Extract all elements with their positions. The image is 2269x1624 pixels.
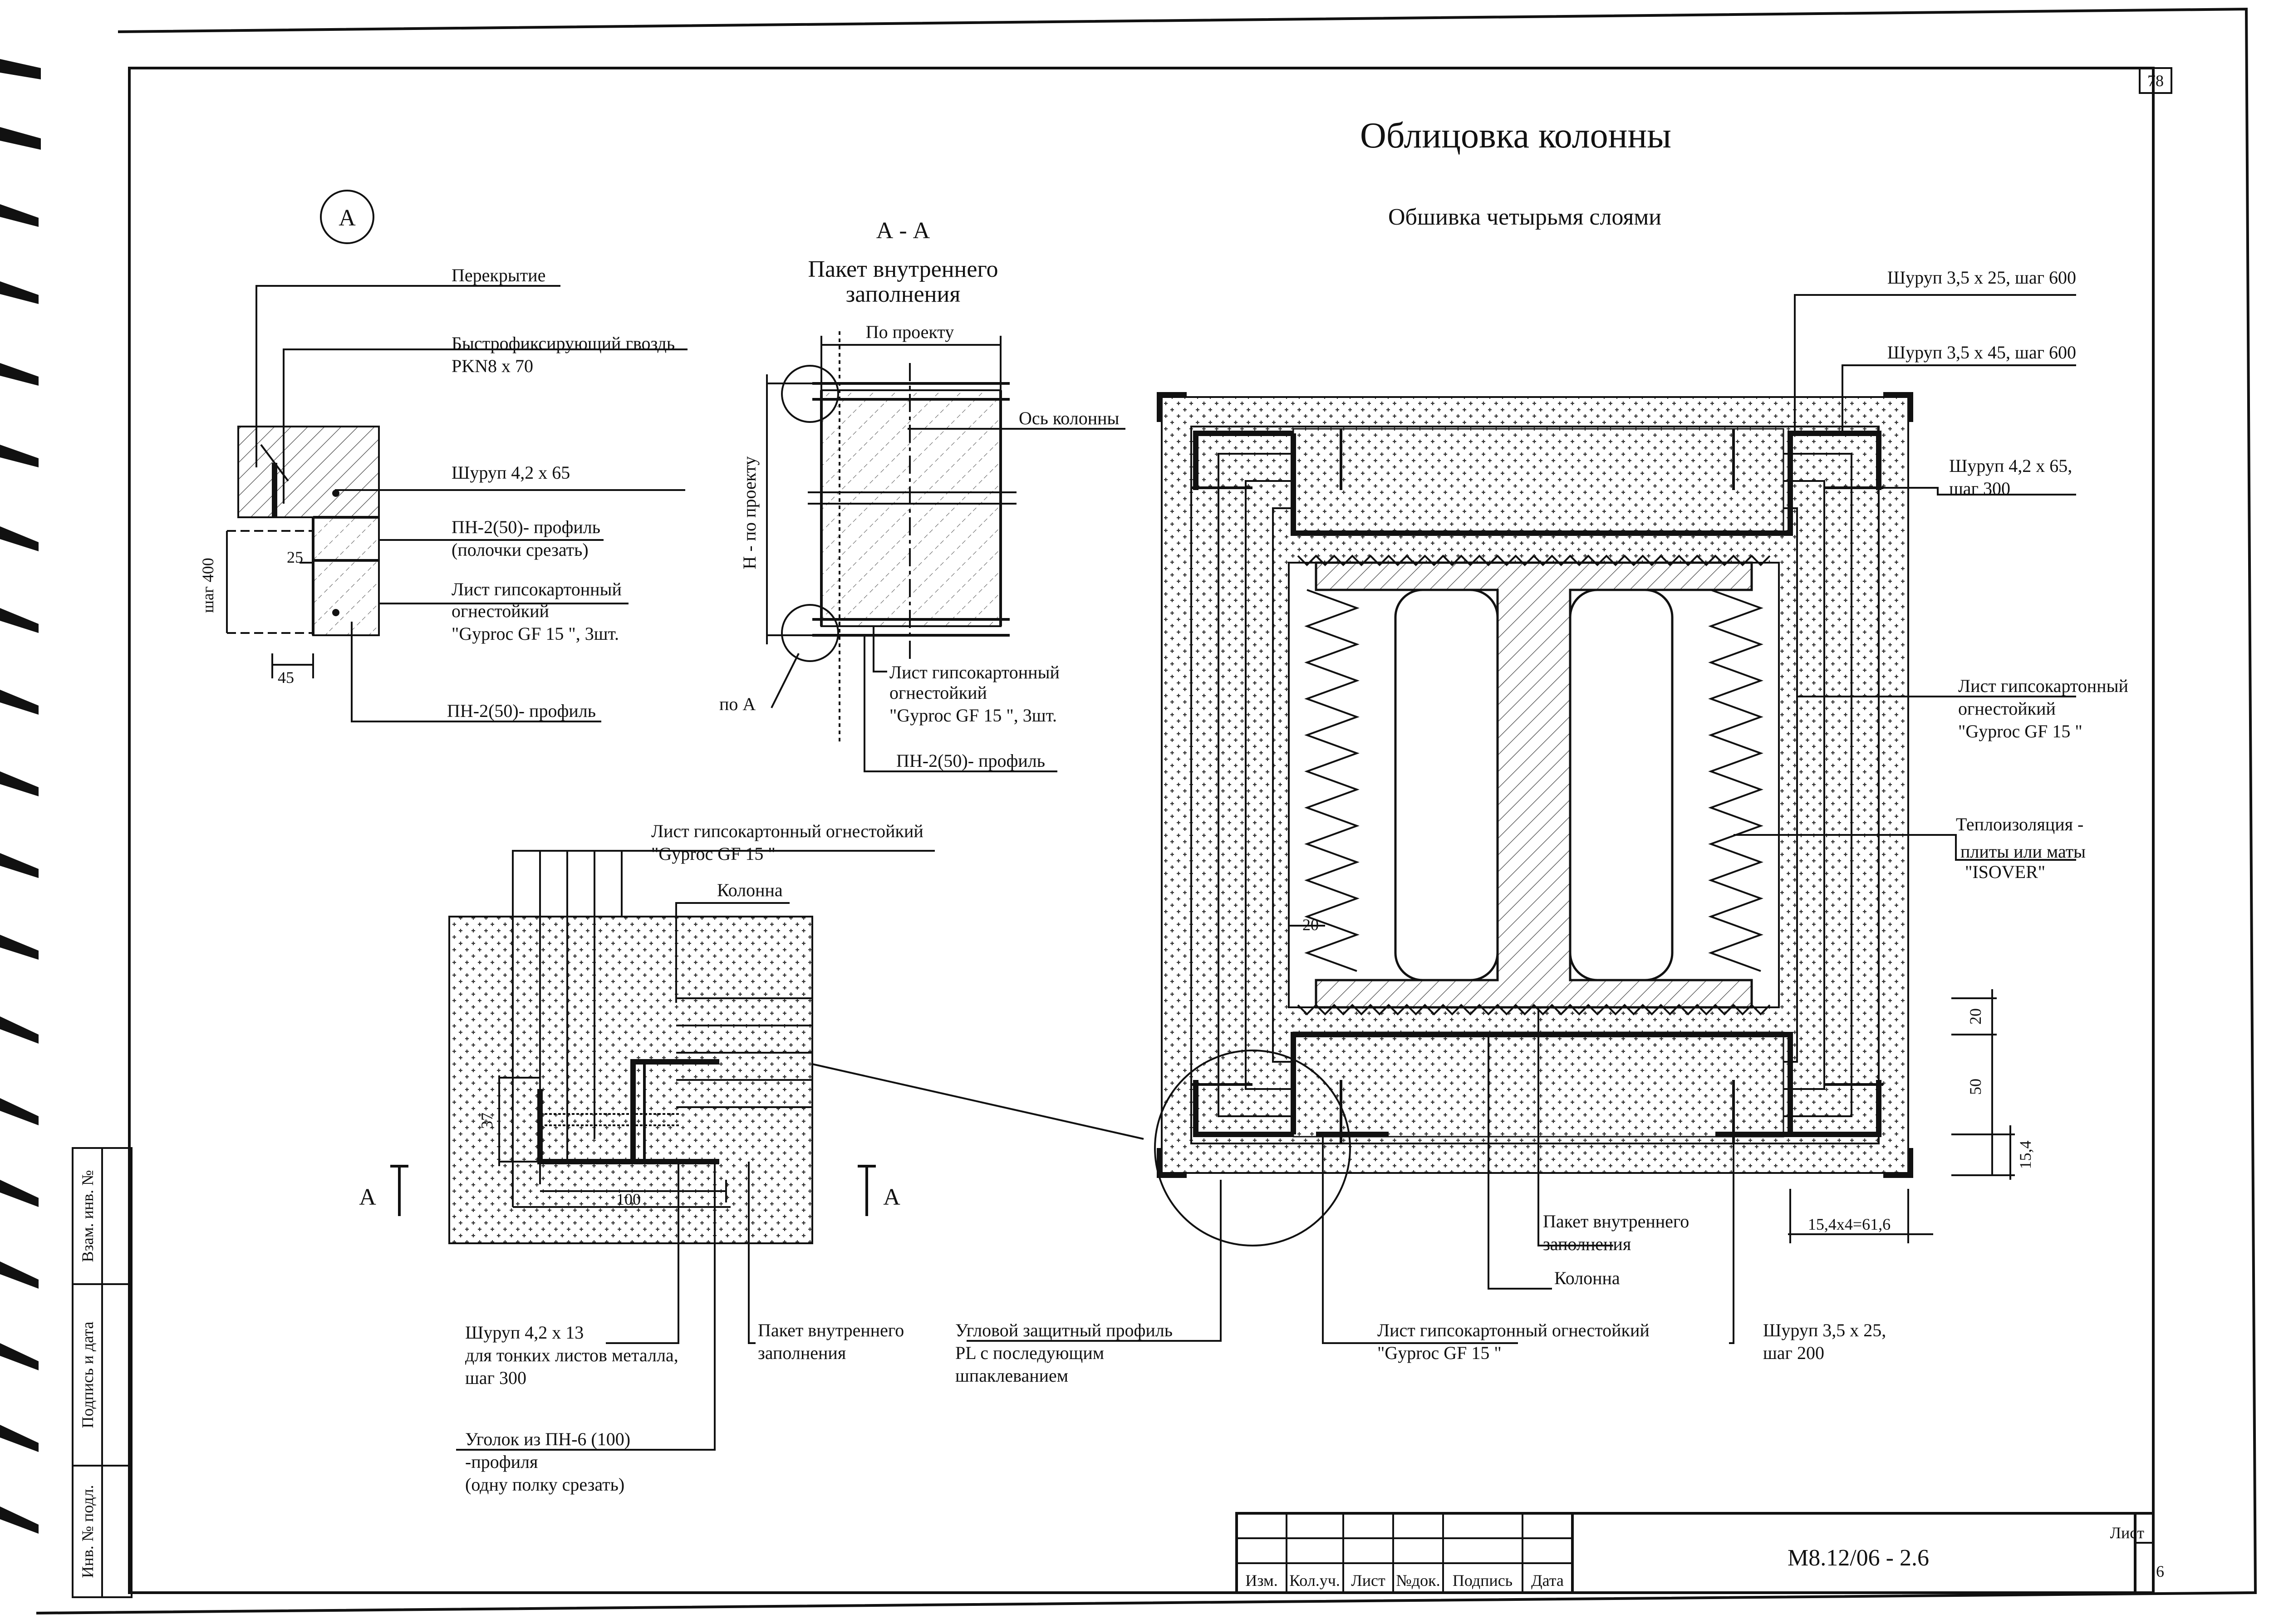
section-aa-by-project: По проекту xyxy=(866,322,954,342)
main-insul-3: "ISOVER" xyxy=(1965,862,2045,882)
tb-col-count: Кол.уч. xyxy=(1289,1571,1340,1590)
detail-a-slab-label: Перекрытие xyxy=(452,265,545,285)
corner-detail xyxy=(390,850,1144,1451)
corner-angle-label-3: (одну полку срезать) xyxy=(465,1474,624,1495)
main-dim-20b: 20 xyxy=(1966,1008,1984,1025)
section-aa-subtitle-2: заполнения xyxy=(846,281,961,307)
section-aa xyxy=(766,331,1125,772)
main-bsheet-2: "Gyproc GF 15 " xyxy=(1377,1343,1502,1363)
detail-a: A xyxy=(226,190,688,722)
main-insul-1: Теплоизоляция - xyxy=(1956,814,2083,834)
detail-a-dim-45: 45 xyxy=(278,668,294,687)
tb-col-sheet: Лист xyxy=(1351,1571,1385,1590)
binding-marks xyxy=(0,59,41,1534)
section-aa-sheet-1: Лист гипсокартонный xyxy=(889,662,1060,682)
corner-dim-100: 100 xyxy=(616,1190,641,1208)
main-bscrew-2: шаг 200 xyxy=(1763,1343,1824,1363)
detail-a-profile-label-1: ПН-2(50)- профиль xyxy=(452,517,600,537)
main-column: Колонна xyxy=(1554,1268,1620,1288)
section-aa-subtitle-1: Пакет внутреннего xyxy=(808,256,998,282)
main-section xyxy=(967,294,2076,1344)
section-aa-view-a: по А xyxy=(719,694,756,714)
detail-a-nail-label-2: PKN8 x 70 xyxy=(452,356,533,376)
corner-screw-label-3: шаг 300 xyxy=(465,1368,526,1388)
main-insul-2: плиты или маты xyxy=(1960,841,2086,862)
detail-a-sheet-label-1: Лист гипсокартонный xyxy=(452,579,622,599)
section-aa-sheet-2: огнестойкий xyxy=(889,682,987,703)
stamp-replace-inv: Взам. инв. № xyxy=(79,1170,97,1262)
side-stamp xyxy=(72,1147,133,1598)
main-pack-1: Пакет внутреннего xyxy=(1543,1211,1689,1231)
tb-col-signature: Подпись xyxy=(1453,1571,1513,1590)
detail-a-nail-label-1: Быстрофиксирующий гвоздь xyxy=(452,333,675,353)
main-pack-2: заполнения xyxy=(1543,1234,1631,1254)
main-screw-top-2: Шуруп 3,5 x 45, шаг 600 xyxy=(1887,342,2076,363)
detail-a-sheet-label-2: огнестойкий xyxy=(452,601,549,621)
corner-sheet-label-2: "Gyproc GF 15 " xyxy=(651,844,776,864)
main-dim-total: 15,4x4=61,6 xyxy=(1808,1215,1891,1233)
main-screw-top-1: Шуруп 3,5 x 25, шаг 600 xyxy=(1887,267,2076,288)
main-corner-2: PL с последующим xyxy=(955,1343,1104,1363)
title-block xyxy=(1235,1512,2155,1594)
main-bsheet-1: Лист гипсокартонный огнестойкий xyxy=(1377,1320,1650,1340)
section-aa-title: А - А xyxy=(876,218,930,244)
sheet-frame xyxy=(36,7,2257,1614)
main-corner-1: Угловой защитный профиль xyxy=(955,1320,1173,1340)
tb-col-change: Изм. xyxy=(1245,1571,1278,1590)
corner-angle-label-1: Уголок из ПН-6 (100) xyxy=(465,1429,630,1449)
corner-angle-label-2: -профиля xyxy=(465,1452,538,1472)
page-number: 78 xyxy=(2147,72,2164,90)
main-dim-15-4: 15,4 xyxy=(2016,1141,2034,1169)
section-aa-profile: ПН-2(50)- профиль xyxy=(896,751,1045,771)
stamp-inv-original: Инв. № подл. xyxy=(79,1485,97,1578)
corner-pack-label-2: заполнения xyxy=(758,1343,846,1363)
sheet-subtitle: Обшивка четырьмя слоями xyxy=(1388,204,1661,230)
detail-a-step-dim: шаг 400 xyxy=(199,558,217,613)
section-aa-height: H - по проекту xyxy=(739,456,760,569)
detail-a-marker: A xyxy=(339,205,356,231)
tb-col-date: Дата xyxy=(1531,1571,1564,1590)
main-dim-50: 50 xyxy=(1966,1079,1984,1095)
stamp-signature-date: Подпись и дата xyxy=(79,1321,97,1428)
main-sheet-1: Лист гипсокартонный xyxy=(1958,676,2128,696)
tb-sheet-label: Лист xyxy=(2110,1524,2145,1542)
corner-screw-label-2: для тонких листов металла, xyxy=(465,1345,678,1365)
main-sheet-3: "Gyproc GF 15 " xyxy=(1958,721,2082,741)
cut-mark-right: A xyxy=(883,1184,900,1210)
detail-a-screw-label: Шуруп 4,2 x 65 xyxy=(452,462,570,483)
sheet-title: Облицовка колонны xyxy=(1360,116,1671,156)
detail-a-sheet-label-3: "Gyproc GF 15 ", 3шт. xyxy=(452,623,619,644)
detail-a-profile-label-2: (полочки срезать) xyxy=(452,540,589,560)
corner-sheet-label-1: Лист гипсокартонный огнестойкий xyxy=(651,821,923,841)
tb-col-doc: №док. xyxy=(1396,1571,1440,1590)
section-aa-sheet-3: "Gyproc GF 15 ", 3шт. xyxy=(889,705,1057,726)
corner-pack-label-1: Пакет внутреннего xyxy=(758,1320,904,1340)
tb-document-code: М8.12/06 - 2.6 xyxy=(1788,1545,1929,1571)
main-screw-right-2: шаг 300 xyxy=(1949,478,2010,499)
corner-column-label: Колонна xyxy=(717,880,783,900)
cut-mark-left: A xyxy=(359,1184,376,1210)
main-bscrew-1: Шуруп 3,5 x 25, xyxy=(1763,1320,1886,1340)
main-screw-right-1: Шуруп 4,2 x 65, xyxy=(1949,456,2072,476)
tb-sheet-number: 6 xyxy=(2156,1562,2164,1580)
main-corner-3: шпаклеванием xyxy=(955,1365,1068,1386)
corner-dim-37: 37 xyxy=(478,1113,496,1129)
corner-screw-label-1: Шуруп 4,2 x 13 xyxy=(465,1322,584,1343)
section-aa-column-axis: Ось колонны xyxy=(1019,408,1119,428)
detail-a-profile-bottom-label: ПН-2(50)- профиль xyxy=(447,701,596,721)
main-sheet-2: огнестойкий xyxy=(1958,698,2056,719)
main-dim-20a: 20 xyxy=(1302,916,1319,934)
detail-a-dim-25: 25 xyxy=(287,548,303,566)
